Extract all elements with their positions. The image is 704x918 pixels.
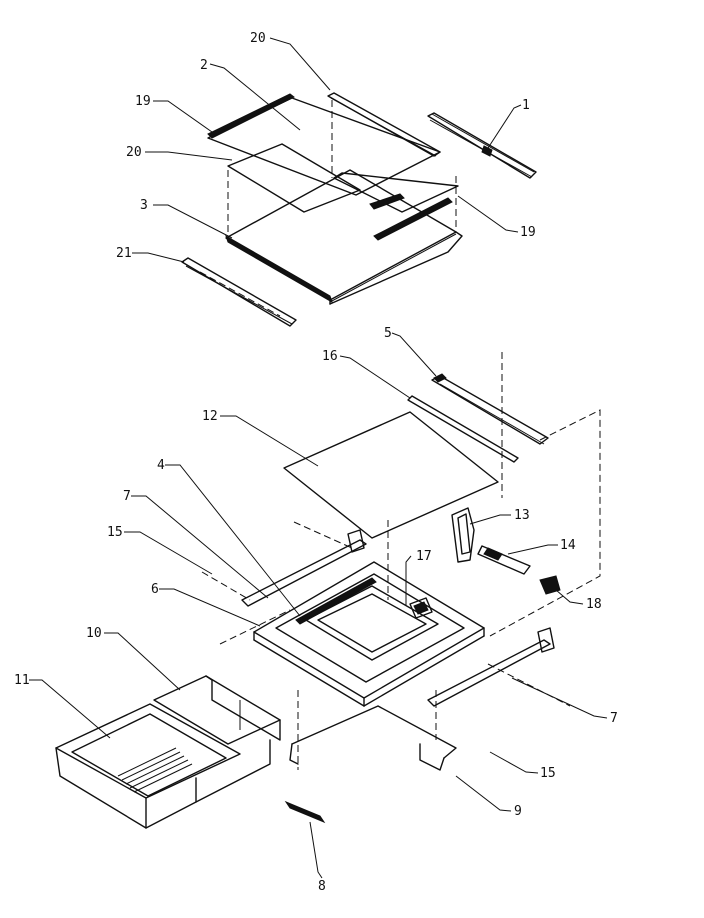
callout-13: 13 — [514, 508, 530, 523]
part-12-glass-panel — [283, 411, 499, 539]
callout-18: 18 — [586, 597, 602, 612]
callout-numbers: 20 2 19 20 3 21 1 19 5 16 12 4 7 15 6 10… — [14, 31, 618, 894]
part-7-right-rail — [427, 627, 555, 707]
callout-20-top: 20 — [250, 31, 266, 46]
callout-7-right: 7 — [610, 711, 618, 726]
part-3-shelf-frame — [225, 169, 463, 305]
upper-shelf-assembly — [181, 92, 537, 327]
part-6-cover-frame — [253, 561, 485, 707]
callout-10: 10 — [86, 626, 102, 641]
callout-21: 21 — [116, 246, 132, 261]
callout-15-left: 15 — [107, 525, 123, 540]
align-dash-lower-6 — [293, 521, 353, 549]
callout-8: 8 — [318, 879, 326, 894]
align-dash-lower-7 — [201, 571, 251, 601]
part-21-front-trim — [181, 257, 297, 327]
callout-7-left: 7 — [123, 489, 131, 504]
part-14-link — [477, 545, 531, 575]
callout-2: 2 — [200, 58, 208, 73]
callout-14: 14 — [560, 538, 576, 553]
callout-19-right: 19 — [520, 225, 536, 240]
part-20-lower-glass — [227, 143, 361, 213]
callout-12: 12 — [202, 409, 218, 424]
part-17-latch — [409, 597, 433, 619]
callout-19-left: 19 — [135, 94, 151, 109]
callout-5: 5 — [384, 326, 392, 341]
align-dash-lower-9 — [219, 609, 291, 645]
callout-16: 16 — [322, 349, 338, 364]
callout-1: 1 — [522, 98, 530, 113]
callout-9: 9 — [514, 804, 522, 819]
part-1-rear-rail — [427, 112, 537, 179]
part-7-left-rail — [241, 529, 367, 607]
part-19-right-trim — [333, 172, 459, 241]
drawer-vent-grille — [117, 747, 193, 793]
part-18-bracket — [539, 575, 561, 595]
part-11-drawer — [55, 703, 271, 829]
callout-4: 4 — [157, 458, 165, 473]
callout-17: 17 — [416, 549, 432, 564]
align-dash-lower-5 — [489, 409, 601, 637]
part-2-glass-panel — [207, 97, 441, 196]
callout-11: 11 — [14, 673, 30, 688]
part-4-inner-frame — [295, 577, 439, 661]
callout-6: 6 — [151, 582, 159, 597]
callout-3: 3 — [140, 198, 148, 213]
part-8-clip — [284, 800, 326, 824]
lower-crisper-assembly — [55, 352, 601, 829]
callout-15-right: 15 — [540, 766, 556, 781]
part-10-drawer-insert — [153, 675, 281, 745]
part-13-lever — [451, 507, 475, 563]
part-16-rod — [407, 395, 519, 463]
callout-20-mid: 20 — [126, 145, 142, 160]
callout-leaders — [29, 37, 608, 879]
part-5-rear-rail — [431, 373, 549, 445]
part-9-wire-bracket — [289, 705, 457, 771]
align-dash-lower-8 — [487, 663, 571, 707]
